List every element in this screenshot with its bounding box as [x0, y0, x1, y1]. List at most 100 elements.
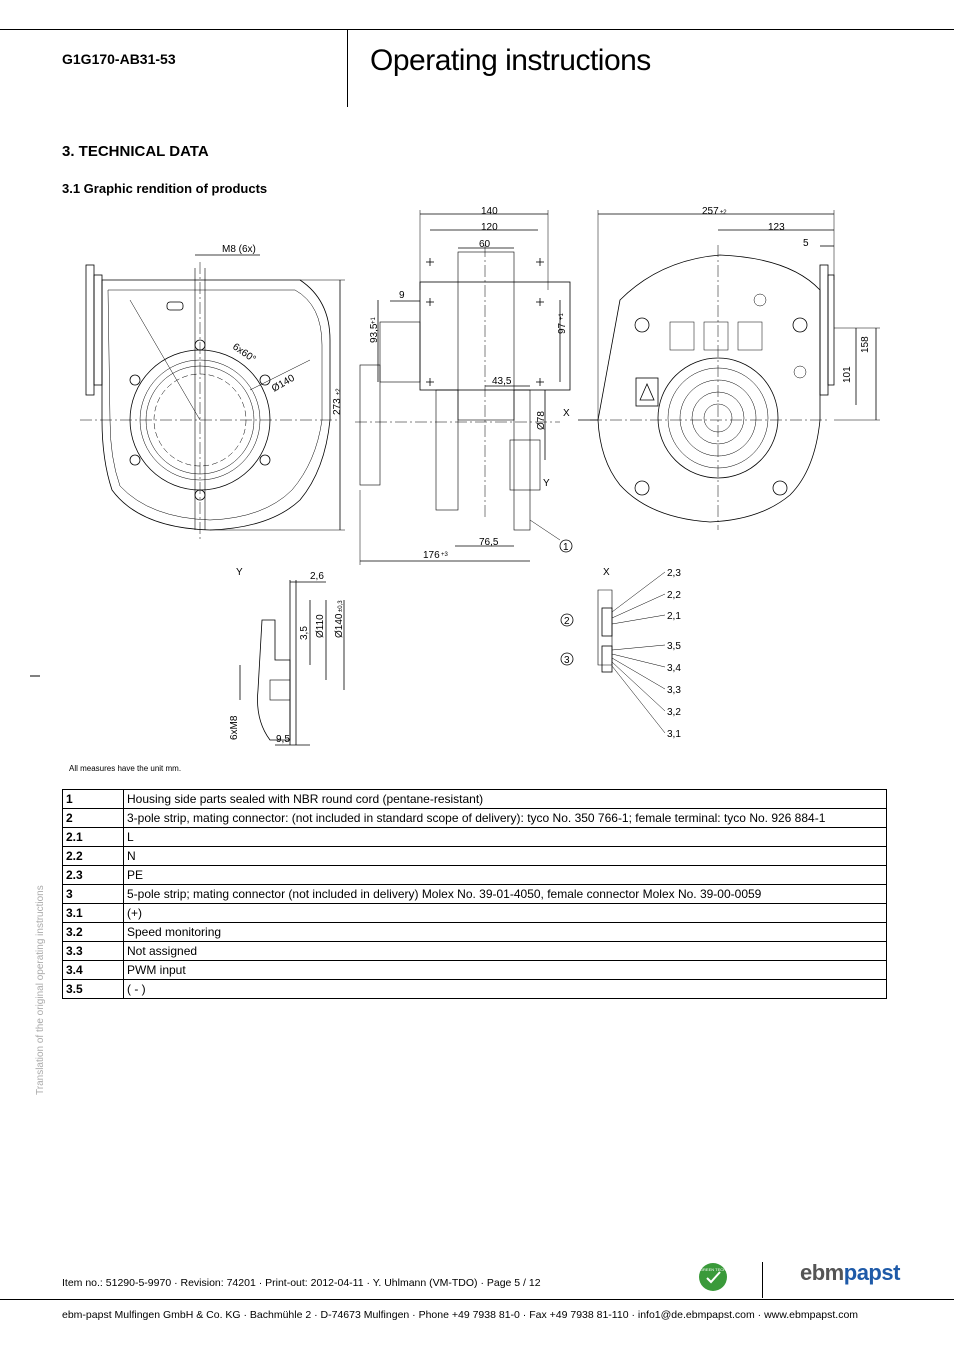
technical-drawing: M8 (6x) 6x60° Ø140 273 ±2 140 120 60 9 9…: [30, 206, 880, 746]
rear-view: [578, 210, 880, 530]
legend-number: 1: [62, 789, 124, 809]
label-y-d140: Ø140: [334, 613, 345, 638]
detail-x: [560, 571, 666, 734]
legend-row: 3.1(+): [62, 903, 887, 923]
label-y-d110: Ø110: [315, 614, 326, 638]
legend-description: ( - ): [123, 979, 887, 999]
label-h93-tol: +1: [371, 316, 377, 324]
legend-number: 3.1: [62, 903, 124, 923]
label-x-mark: X: [563, 408, 570, 419]
label-w60: 60: [479, 239, 491, 250]
legend-description: Not assigned: [123, 941, 887, 961]
brand-logo: ebmpapst: [800, 1260, 900, 1286]
measure-note: All measures have the unit mm.: [69, 764, 182, 773]
label-detail-y: Y: [236, 567, 243, 578]
green-tech-badge-icon: GREEN TECH: [699, 1263, 727, 1291]
side-view: [355, 210, 573, 565]
legend-number: 3.5: [62, 979, 124, 999]
label-h101: 101: [842, 366, 853, 383]
product-code: G1G170-AB31-53: [62, 51, 176, 67]
label-y-h35: 3,5: [299, 626, 310, 640]
pin-label: 3,2: [667, 707, 681, 718]
label-y-d140-tol: ±0,3: [338, 600, 344, 612]
label-y-w95: 9,5: [276, 734, 290, 745]
legend-description: Housing side parts sealed with NBR round…: [123, 789, 887, 809]
label-h93: 93,5: [369, 323, 380, 343]
legend-description: 3-pole strip, mating connector: (not inc…: [123, 808, 887, 828]
detail-y: [239, 580, 345, 746]
legend-description: L: [123, 827, 887, 847]
label-d140: Ø140: [270, 373, 297, 395]
footer-address: ebm-papst Mulfingen GmbH & Co. KG · Bach…: [62, 1309, 859, 1321]
legend-number: 2.3: [62, 865, 124, 885]
legend-number: 3.3: [62, 941, 124, 961]
legend-description: N: [123, 846, 887, 866]
pin-label: 3,1: [667, 729, 681, 740]
label-detail-x: X: [603, 567, 610, 578]
footer-rule: [0, 1299, 954, 1300]
legend-number: 2: [62, 808, 124, 828]
label-w76: 76,5: [479, 537, 499, 548]
green-tech-badge-text: GREEN TECH: [700, 1267, 726, 1272]
label-sq140: 140: [481, 206, 498, 217]
legend-number: 3.4: [62, 960, 124, 980]
callout-3: 3: [564, 655, 570, 666]
page-meta: Item no.: 51290-5-9970 · Revision: 74201…: [62, 1277, 541, 1289]
callout-1: 1: [563, 542, 569, 553]
document-title: Operating instructions: [370, 44, 651, 77]
header-top-rule: [0, 29, 954, 30]
pin-label: 2,1: [667, 611, 681, 622]
legend-number: 2.1: [62, 827, 124, 847]
legend-description: PE: [123, 865, 887, 885]
label-h273: 273: [332, 398, 343, 415]
pin-label: 2,3: [667, 568, 681, 579]
subsection-heading: 3.1 Graphic rendition of products: [62, 181, 268, 196]
label-y-w26: 2,6: [310, 571, 324, 582]
label-m8: M8 (6x): [222, 244, 256, 255]
legend-description: 5-pole strip; mating connector (not incl…: [123, 884, 887, 904]
label-w5: 5: [803, 238, 809, 249]
front-view: [80, 254, 345, 540]
header-divider: [347, 29, 348, 107]
label-y-6xm8: 6xM8: [229, 715, 240, 740]
label-h158: 158: [860, 336, 871, 353]
legend-description: PWM input: [123, 960, 887, 980]
label-w176: 176: [423, 550, 440, 561]
pin-label: 2,2: [667, 590, 681, 601]
logo-part-papst: papst: [843, 1260, 901, 1285]
label-w257-tol: ±2: [720, 210, 727, 216]
logo-part-ebm: ebm: [800, 1260, 844, 1285]
section-heading: 3. TECHNICAL DATA: [62, 143, 209, 160]
side-note: Translation of the original operating in…: [35, 885, 46, 1095]
legend-number: 2.2: [62, 846, 124, 866]
label-h97-tol: +1: [559, 312, 565, 320]
label-w43: 43,5: [492, 376, 512, 387]
legend-number: 3.2: [62, 922, 124, 942]
label-angle: 6x60°: [230, 341, 257, 365]
pin-label: 3,5: [667, 641, 681, 652]
label-w9: 9: [399, 290, 405, 301]
callout-2: 2: [564, 616, 570, 627]
legend-number: 3: [62, 884, 124, 904]
label-d78: Ø78: [536, 411, 547, 430]
legend-description: Speed monitoring: [123, 922, 887, 942]
footer-logo-divider: [762, 1262, 763, 1298]
label-sq120: 120: [481, 222, 498, 233]
pin-label: 3,4: [667, 663, 681, 674]
label-y-mark: Y: [543, 478, 550, 489]
label-w257: 257: [702, 206, 719, 217]
legend-description: (+): [123, 903, 887, 923]
label-w123: 123: [768, 222, 785, 233]
label-w176-tol: +3: [441, 552, 449, 558]
legend-row: 3.5( - ): [62, 979, 887, 999]
